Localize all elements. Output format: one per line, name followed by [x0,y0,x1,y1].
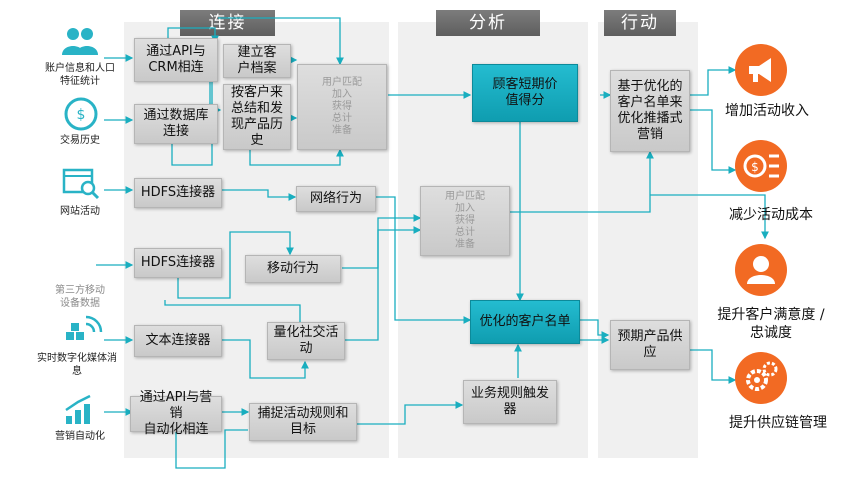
text-connector-box: 文本连接器 [134,325,222,357]
rule-trigger-box: 业务规则触发 器 [463,380,557,424]
outcome-label-satisfaction: 提升客户满意度 / 忠诚度 [717,307,825,341]
optimized-list-box: 优化的客户名单 [470,300,580,344]
gears-icon [735,352,787,404]
optimized-promo-box: 基于优化的 客户名单来 优化推播式 营销 [610,70,690,152]
customer-profile-box: 建立客 户档案 [223,44,291,78]
process-box-1: 用户匹配 加入 获得 总计 准备 [297,64,387,150]
hdfs-connector-box-2: HDFS连接器 [134,248,222,278]
web-behavior-box: 网络行为 [296,186,376,212]
api-crm-box: 通过API与 CRM相连 [134,38,218,82]
source-label-mobile: 第三方移动 设备数据 [55,285,105,309]
source-label-marketing: 营销自动化 [55,431,105,442]
growth-chart-icon [65,394,91,424]
database-box: 通过数据库 连接 [134,104,218,144]
analyze-header: 分析 [436,10,540,36]
svg-text:$: $ [751,160,759,174]
act-header: 行动 [604,10,676,36]
outcome-label-supply-chain: 提升供应链管理 [729,415,827,431]
social-signal-icon [66,315,103,340]
outcome-label-revenue: 增加活动收入 [725,103,809,119]
megaphone-icon [735,44,787,96]
capture-rules-box: 捕捉活动规则和 目标 [249,403,357,441]
source-label-accounts: 账户信息和人口 特征统计 [45,63,115,87]
social-activity-box: 量化社交活 动 [267,322,345,360]
summarize-history-box: 按客户来 总结和发 现产品历 史 [223,84,291,150]
forecast-supply-box: 预期产品供 应 [610,320,690,370]
source-label-transactions: 交易历史 [60,135,100,146]
web-search-icon [62,168,100,200]
short-term-value-box: 顾客短期价 值得分 [472,64,578,122]
process-box-2: 用户匹配 加入 获得 总计 准备 [420,186,510,256]
hdfs-connector-box-1: HDFS连接器 [134,178,222,208]
mobile-behavior-box: 移动行为 [245,255,341,283]
source-label-website: 网站活动 [60,206,100,217]
cost-cut-icon: $ [735,140,787,192]
source-label-media: 实时数字化媒体消 息 [37,353,117,377]
svg-text:$: $ [77,107,86,123]
satisfied-customer-icon [735,244,787,296]
api-marketing-box: 通过API与营销 自动化相连 [130,390,222,437]
transaction-icon: $ [64,97,98,131]
outcome-label-cost: 减少活动成本 [729,207,813,223]
users-icon [62,28,98,55]
